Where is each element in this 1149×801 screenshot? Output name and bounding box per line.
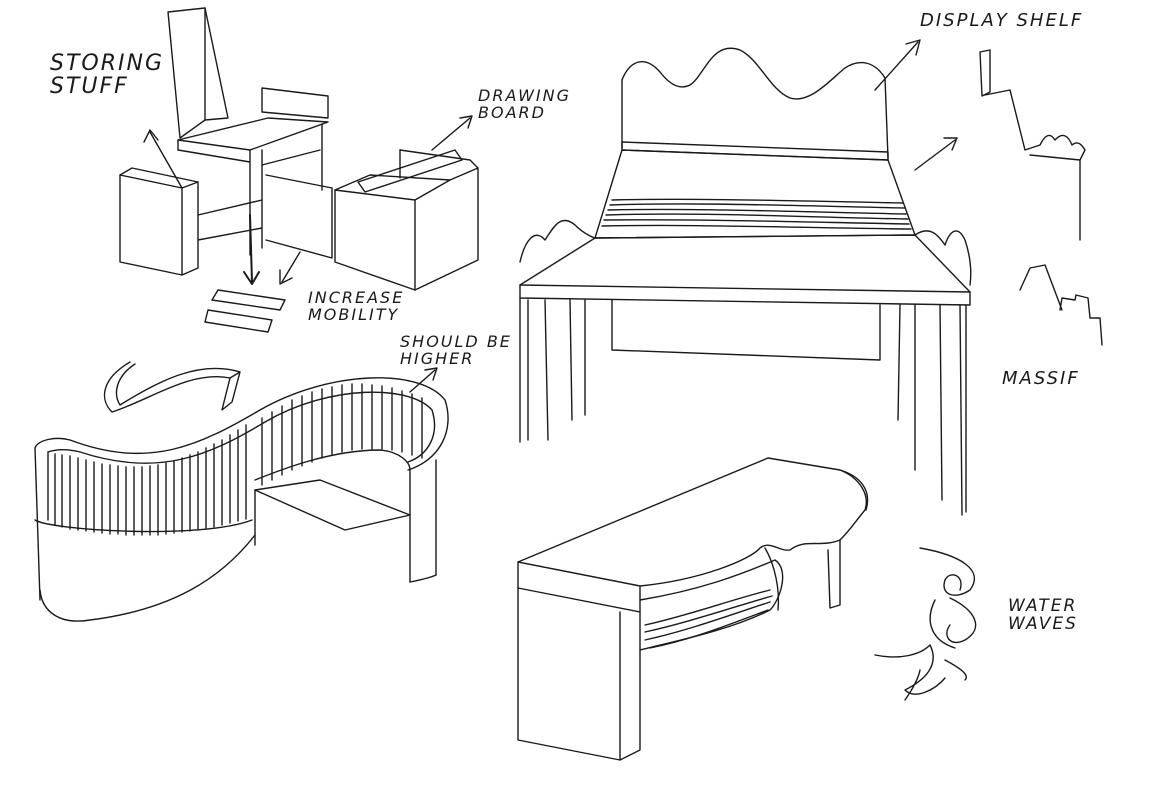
modular-chair-sketch bbox=[119, 7, 479, 333]
display-shelf-desk-sketch bbox=[519, 39, 1103, 516]
label-increase-mobility: INCREASE MOBILITY bbox=[308, 288, 405, 324]
water-wave-bench-sketch bbox=[517, 457, 869, 761]
s-curve-bench-sketch bbox=[34, 361, 449, 622]
label-display-shelf: DISPLAY SHELF bbox=[920, 10, 1084, 31]
label-should-be-higher: SHOULD BE HIGHER bbox=[400, 332, 512, 368]
water-waves-sketch bbox=[874, 547, 977, 701]
label-drawing-board: DRAWING BOARD bbox=[478, 86, 572, 122]
label-storing-stuff: STORING STUFF bbox=[50, 51, 164, 100]
label-water-waves: WATER WAVES bbox=[1008, 596, 1078, 634]
label-massif: MASSIF bbox=[1002, 368, 1080, 389]
